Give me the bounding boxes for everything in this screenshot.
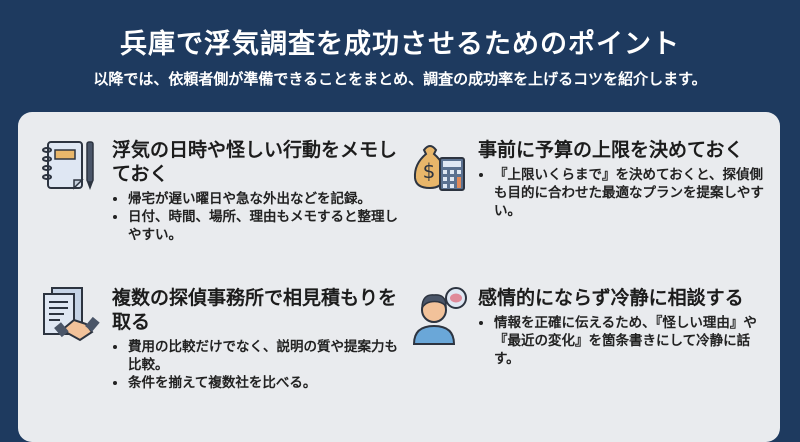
money-bag-calculator-icon: $ xyxy=(410,138,470,198)
tip-bullet: 日付、時間、場所、理由もメモすると整理しやすい。 xyxy=(128,208,402,244)
svg-text:$: $ xyxy=(423,159,436,183)
tip-title: 浮気の日時や怪しい行動をメモしておく xyxy=(112,139,398,185)
tip-title: 感情的にならず冷静に相談する xyxy=(478,287,744,309)
tip-bullet: 条件を揃えて複数社を比べる。 xyxy=(128,374,402,392)
tip-bullet: 帰宅が遅い曜日や急な外出などを記録。 xyxy=(128,190,402,208)
tips-panel xyxy=(18,112,780,442)
documents-handshake-icon xyxy=(40,286,100,346)
tip-bullet: 情報を正確に伝えるため、『怪しい理由』や『最近の変化』を箇条書きにして冷静に話す… xyxy=(494,314,768,368)
page-subtitle: 以降では、依頼者側が準備できることをまとめ、調査の成功率を上げるコツを紹介します… xyxy=(93,70,707,88)
page-title: 兵庫で浮気調査を成功させるためのポイント xyxy=(120,29,680,60)
tip-bullet: 費用の比較だけでなく、説明の質や提案力も比較。 xyxy=(128,338,402,374)
tip-title: 事前に予算の上限を決めておく xyxy=(478,139,744,161)
calm-person-brain-icon xyxy=(410,286,470,346)
tip-title: 複数の探偵事務所で相見積もりを取る xyxy=(112,287,398,333)
tip-bullet: 『上限いくらまで』を決めておくと、探偵側も目的に合わせた最適なプランを提案しやす… xyxy=(494,166,768,220)
notebook-pen-icon xyxy=(40,138,100,198)
